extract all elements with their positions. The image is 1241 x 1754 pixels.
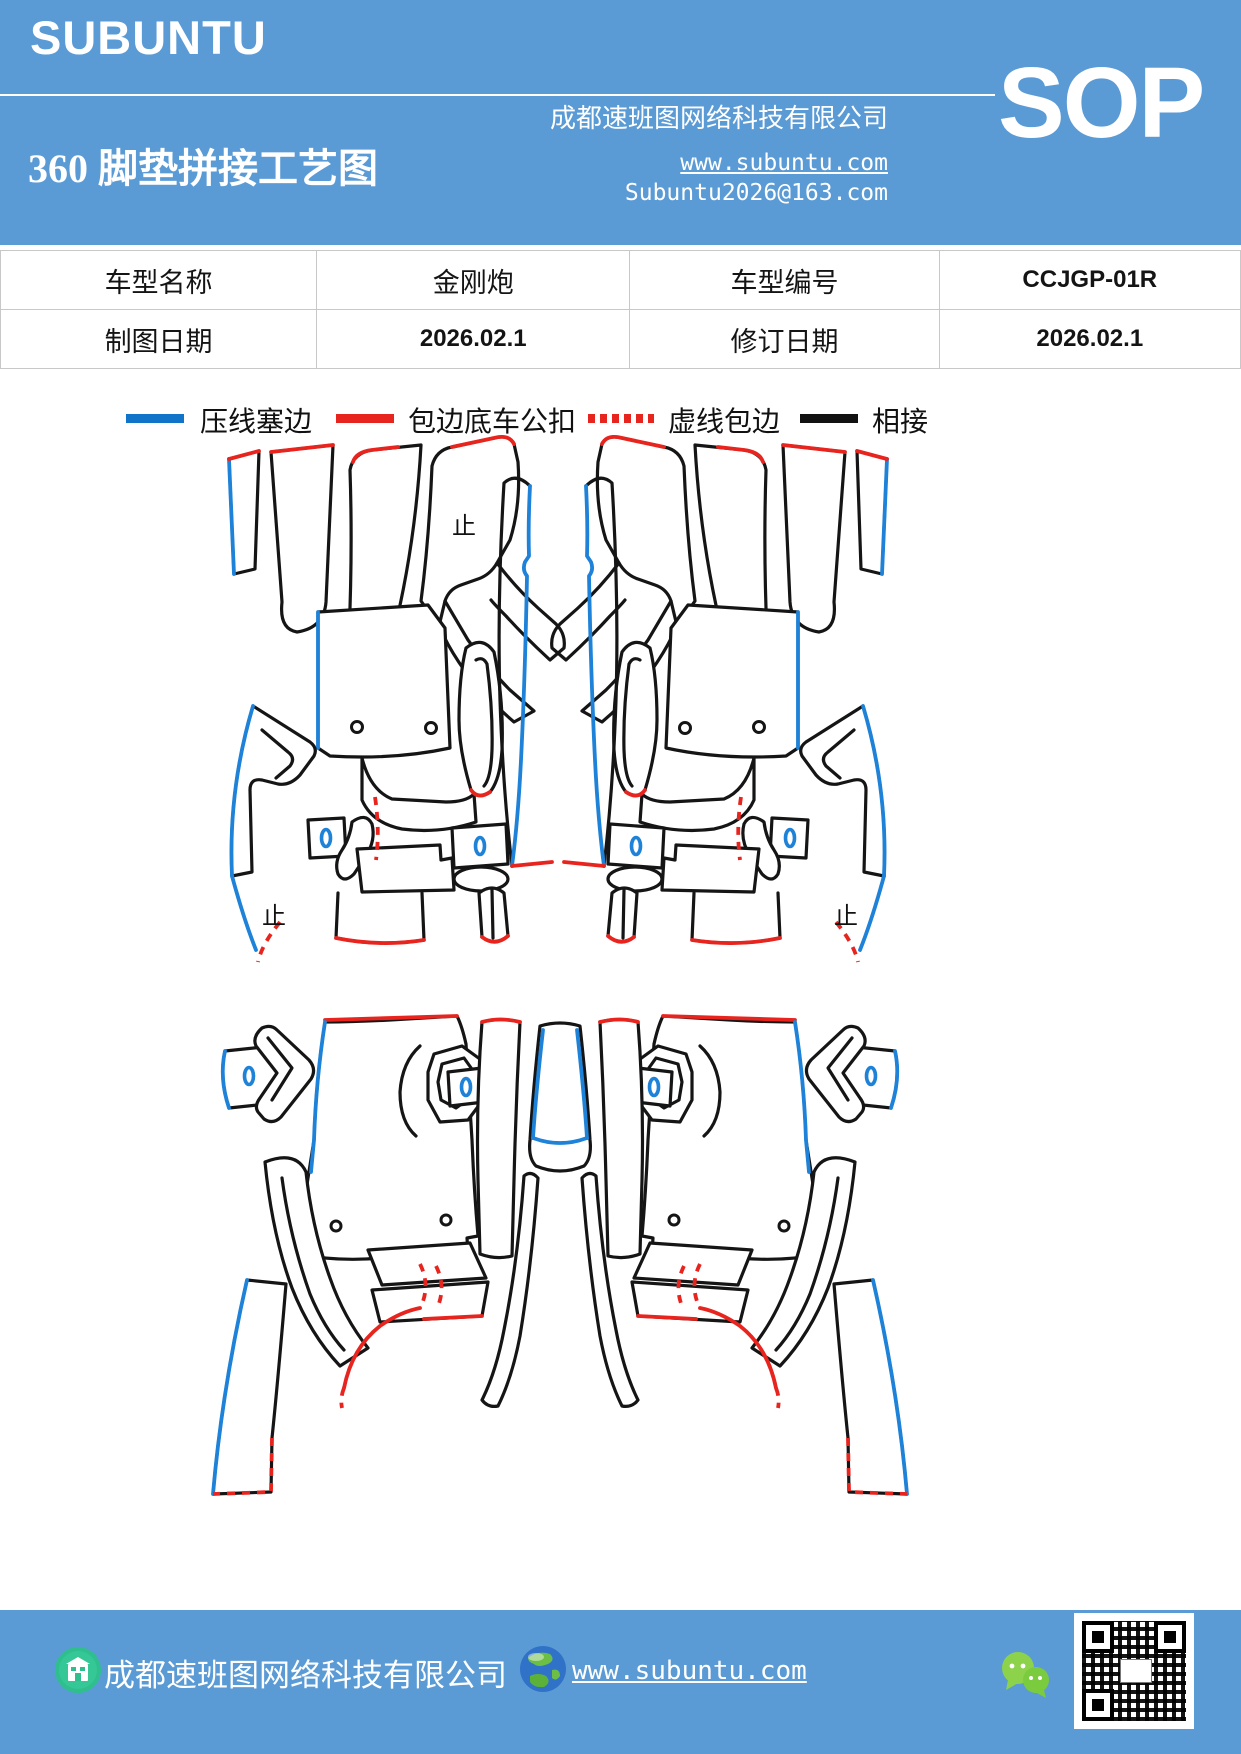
website-link[interactable]: www.subuntu.com (680, 150, 888, 176)
model-code-value: CCJGP-01R (938, 250, 1241, 310)
qr-finder (1154, 1621, 1186, 1653)
mat-diagram: 止 止 止 (211, 434, 909, 1496)
model-code-label: 车型编号 (629, 250, 940, 310)
legend-label-blue: 压线塞边 (200, 407, 313, 438)
legend-swatch-dotted (588, 414, 654, 423)
qr-finder (1082, 1621, 1114, 1653)
company-name: 成都速班图网络科技有限公司 (549, 104, 888, 133)
revise-date-label: 修订日期 (629, 309, 940, 369)
legend-label-dotted: 虚线包边 (668, 407, 781, 438)
legend-swatch-black (800, 414, 858, 423)
sop-label: SOP (998, 47, 1205, 159)
globe-icon (520, 1646, 566, 1692)
draw-date-value: 2026.02.1 (316, 309, 631, 369)
revise-date-value: 2026.02.1 (938, 309, 1241, 369)
legend-swatch-red (336, 414, 394, 423)
building-icon (55, 1647, 101, 1693)
page-footer: 成都速班图网络科技有限公司 www.subuntu.com (0, 1610, 1241, 1754)
model-name-label: 车型名称 (0, 250, 318, 310)
stop-mark: 止 (834, 903, 858, 930)
wechat-icon (1002, 1652, 1049, 1698)
legend-swatch-blue (126, 414, 184, 423)
legend: 压线塞边 包边底车公扣 虚线包边 相接 (0, 398, 1241, 440)
page-title: 360 脚垫拼接工艺图 (28, 146, 378, 191)
brand-logo: SUBUNTU (30, 11, 267, 64)
cluster-bottom-left (211, 1014, 540, 1496)
qr-code (1074, 1613, 1194, 1729)
table-row: 制图日期 2026.02.1 修订日期 2026.02.1 (0, 309, 1241, 369)
stop-mark: 止 (452, 513, 476, 540)
info-table: 车型名称 金刚炮 车型编号 CCJGP-01R 制图日期 2026.02.1 修… (0, 250, 1241, 369)
qr-finder (1082, 1689, 1114, 1721)
email-text: Subuntu2026@163.com (624, 180, 888, 206)
model-name-value: 金刚炮 (316, 250, 631, 310)
footer-website-link[interactable]: www.subuntu.com (572, 1656, 807, 1686)
cluster-top-left (227, 434, 566, 963)
page-header: SUBUNTU SOP 360 脚垫拼接工艺图 成都速班图网络科技有限公司 ww… (0, 0, 1241, 245)
legend-label-black: 相接 (872, 407, 929, 438)
legend-label-red: 包边底车公扣 (408, 407, 577, 438)
table-row: 车型名称 金刚炮 车型编号 CCJGP-01R (0, 250, 1241, 310)
stop-mark: 止 (262, 903, 286, 930)
draw-date-label: 制图日期 (0, 309, 318, 369)
header-divider (0, 94, 995, 96)
center-piece (528, 1021, 592, 1173)
footer-company: 成都速班图网络科技有限公司 (104, 1658, 507, 1693)
qr-center-badge (1120, 1659, 1152, 1683)
